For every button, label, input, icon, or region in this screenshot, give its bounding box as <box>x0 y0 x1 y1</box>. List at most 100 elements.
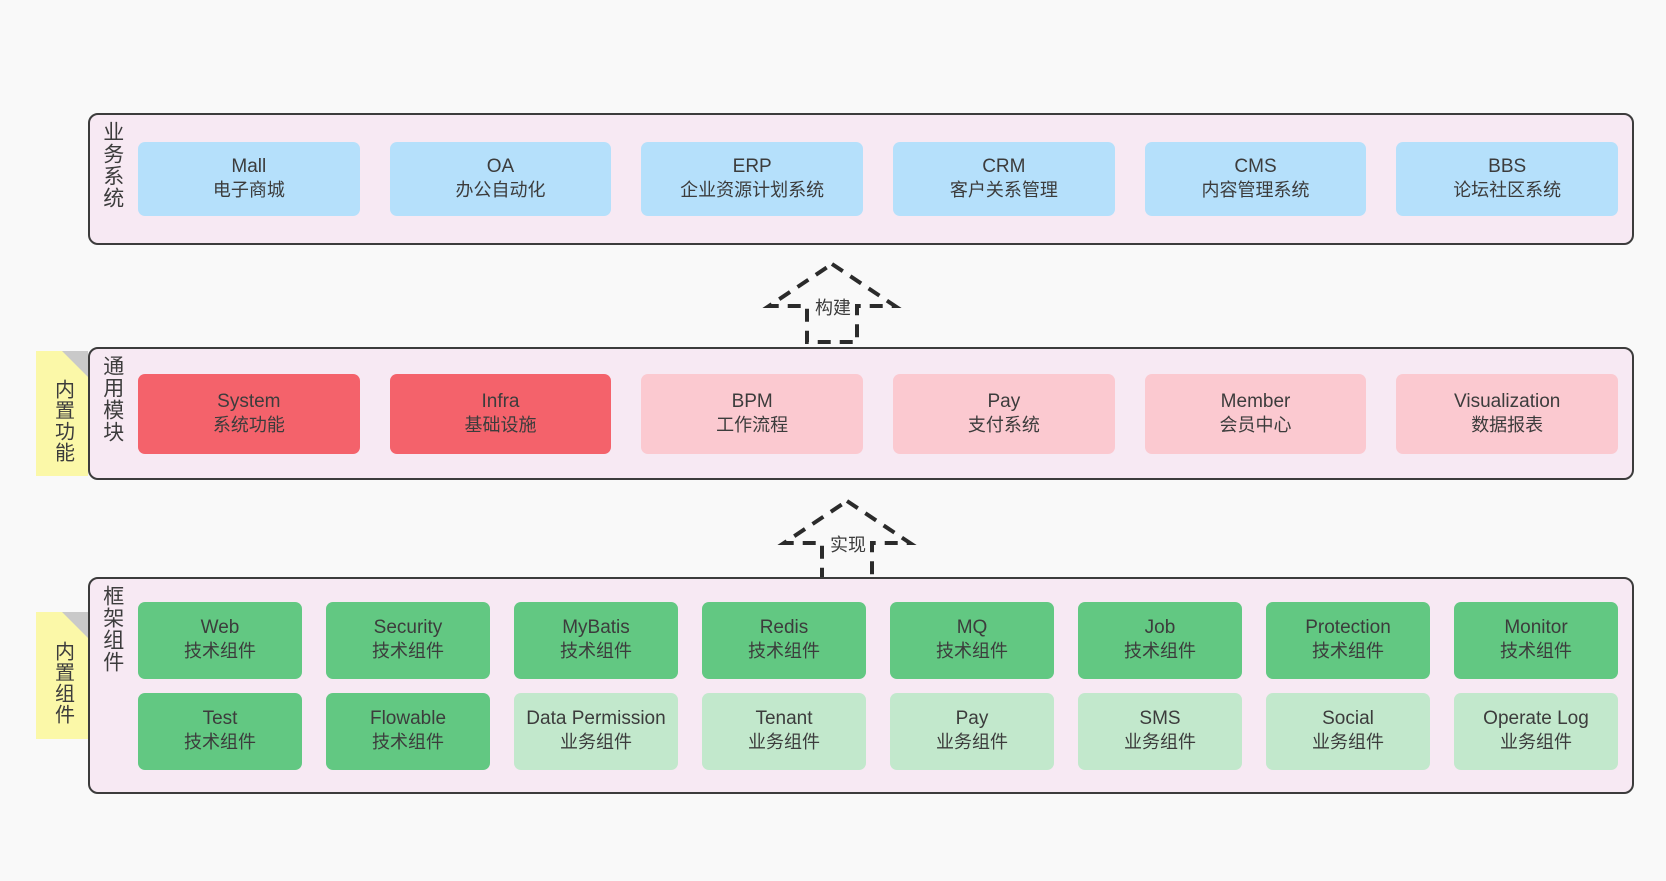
framework-card-job-desc: 技术组件 <box>1124 641 1196 662</box>
relation-build: 构建 <box>757 258 907 344</box>
layer-framework-title-text: 框架组件 <box>100 585 124 673</box>
business-card-oa-name: OA <box>486 156 515 178</box>
framework-card-web-name: Web <box>200 617 240 639</box>
framework-card-monitor[interactable]: Monitor 技术组件 <box>1454 601 1618 679</box>
framework-card-job-name: Job <box>1144 617 1176 639</box>
module-card-member[interactable]: Member 会员中心 <box>1144 373 1367 454</box>
framework-card-data-permission-name: Data Permission <box>526 708 666 730</box>
business-card-crm-desc: 客户关系管理 <box>949 180 1058 201</box>
framework-card-mybatis[interactable]: MyBatis 技术组件 <box>514 601 678 679</box>
framework-card-tenant-desc: 业务组件 <box>748 732 820 753</box>
framework-card-operate-log-name: Operate Log <box>1483 708 1589 730</box>
framework-card-monitor-desc: 技术组件 <box>1500 641 1572 662</box>
framework-card-pay[interactable]: Pay 业务组件 <box>890 692 1054 770</box>
framework-card-security[interactable]: Security 技术组件 <box>326 601 490 679</box>
framework-card-monitor-name: Monitor <box>1504 617 1568 639</box>
framework-card-mq[interactable]: MQ 技术组件 <box>890 601 1054 679</box>
framework-card-mybatis-desc: 技术组件 <box>560 641 632 662</box>
module-card-infra-desc: 基础设施 <box>464 414 537 435</box>
layer-business-title: 业务系统 <box>90 115 134 243</box>
note-builtin-components: 内置组件 <box>36 612 88 739</box>
framework-card-flowable-name: Flowable <box>369 708 447 730</box>
modules-row: System 系统功能 Infra 基础设施 BPM 工作流程 Pay 支付系统… <box>138 373 1619 454</box>
framework-card-social-desc: 业务组件 <box>1312 732 1384 753</box>
framework-card-mq-name: MQ <box>956 617 988 639</box>
framework-card-operate-log[interactable]: Operate Log 业务组件 <box>1454 692 1618 770</box>
framework-card-mq-desc: 技术组件 <box>936 641 1008 662</box>
framework-row-technical: Web 技术组件 Security 技术组件 MyBatis 技术组件 Redi… <box>138 601 1618 679</box>
framework-card-sms[interactable]: SMS 业务组件 <box>1078 692 1242 770</box>
module-card-infra-name: Infra <box>481 390 520 412</box>
layer-business-body: Mall 电子商城 OA 办公自动化 ERP 企业资源计划系统 CRM 客户关系… <box>134 115 1632 243</box>
framework-card-pay-name: Pay <box>955 708 989 730</box>
module-card-bpm[interactable]: BPM 工作流程 <box>641 373 864 454</box>
framework-card-web-desc: 技术组件 <box>184 641 256 662</box>
framework-card-mybatis-name: MyBatis <box>562 617 630 639</box>
layer-common-modules: 通用模块 System 系统功能 Infra 基础设施 BPM 工作流程 Pay <box>88 347 1634 480</box>
note-fold-corner-icon <box>62 612 88 638</box>
module-card-infra[interactable]: Infra 基础设施 <box>389 373 612 454</box>
module-card-system[interactable]: System 系统功能 <box>138 373 360 454</box>
business-card-crm[interactable]: CRM 客户关系管理 <box>893 142 1115 216</box>
framework-card-social-name: Social <box>1322 708 1374 730</box>
business-card-erp-name: ERP <box>732 156 772 178</box>
framework-card-sms-desc: 业务组件 <box>1124 732 1196 753</box>
relation-implement-label: 实现 <box>830 535 866 555</box>
framework-card-data-permission-desc: 业务组件 <box>560 732 632 753</box>
business-card-bbs[interactable]: BBS 论坛社区系统 <box>1396 142 1619 216</box>
framework-row-business: Test 技术组件 Flowable 技术组件 Data Permission … <box>138 692 1618 770</box>
framework-card-test[interactable]: Test 技术组件 <box>138 692 302 770</box>
business-card-cms-desc: 内容管理系统 <box>1201 180 1310 201</box>
layer-business-title-text: 业务系统 <box>100 121 124 209</box>
framework-card-pay-desc: 业务组件 <box>936 732 1008 753</box>
module-card-pay-name: Pay <box>987 390 1021 412</box>
business-card-bbs-name: BBS <box>1488 156 1527 178</box>
note-builtin-features: 内置功能 <box>36 351 88 476</box>
relation-build-label: 构建 <box>815 298 851 318</box>
module-card-system-desc: 系统功能 <box>212 414 285 435</box>
framework-card-data-permission[interactable]: Data Permission 业务组件 <box>514 692 678 770</box>
module-card-bpm-name: BPM <box>731 390 773 412</box>
business-row: Mall 电子商城 OA 办公自动化 ERP 企业资源计划系统 CRM 客户关系… <box>138 142 1619 216</box>
module-card-member-name: Member <box>1220 390 1291 412</box>
layer-modules-title: 通用模块 <box>90 349 134 478</box>
business-card-bbs-desc: 论坛社区系统 <box>1453 180 1562 201</box>
business-card-mall-desc: 电子商城 <box>212 180 285 201</box>
framework-card-social[interactable]: Social 业务组件 <box>1266 692 1430 770</box>
layer-framework-body: Web 技术组件 Security 技术组件 MyBatis 技术组件 Redi… <box>134 579 1632 792</box>
business-card-mall-name: Mall <box>231 156 267 178</box>
module-card-member-desc: 会员中心 <box>1219 414 1292 435</box>
module-card-pay-desc: 支付系统 <box>967 414 1040 435</box>
framework-card-tenant[interactable]: Tenant 业务组件 <box>702 692 866 770</box>
framework-card-redis[interactable]: Redis 技术组件 <box>702 601 866 679</box>
layer-business-systems: 业务系统 Mall 电子商城 OA 办公自动化 ERP 企业资源计划系统 CRM <box>88 113 1634 245</box>
business-card-cms-name: CMS <box>1234 156 1277 178</box>
business-card-mall[interactable]: Mall 电子商城 <box>138 142 360 216</box>
framework-card-flowable-desc: 技术组件 <box>372 732 444 753</box>
business-card-oa[interactable]: OA 办公自动化 <box>389 142 612 216</box>
framework-card-job[interactable]: Job 技术组件 <box>1078 601 1242 679</box>
business-card-crm-name: CRM <box>982 156 1026 178</box>
layer-framework-components: 框架组件 Web 技术组件 Security 技术组件 MyBatis 技术组件… <box>88 577 1634 794</box>
note-fold-corner-icon <box>62 351 88 377</box>
framework-card-protection[interactable]: Protection 技术组件 <box>1266 601 1430 679</box>
framework-card-tenant-name: Tenant <box>755 708 813 730</box>
framework-card-flowable[interactable]: Flowable 技术组件 <box>326 692 490 770</box>
framework-card-sms-name: SMS <box>1139 708 1181 730</box>
framework-card-test-name: Test <box>202 708 238 730</box>
module-card-bpm-desc: 工作流程 <box>716 414 789 435</box>
layer-modules-title-text: 通用模块 <box>100 355 124 443</box>
business-card-cms[interactable]: CMS 内容管理系统 <box>1144 142 1367 216</box>
module-card-pay[interactable]: Pay 支付系统 <box>893 373 1115 454</box>
framework-card-security-desc: 技术组件 <box>372 641 444 662</box>
relation-implement: 实现 <box>772 495 922 581</box>
business-card-oa-desc: 办公自动化 <box>455 180 546 201</box>
module-card-visualization-name: Visualization <box>1454 390 1561 412</box>
framework-card-protection-name: Protection <box>1305 617 1391 639</box>
framework-card-protection-desc: 技术组件 <box>1312 641 1384 662</box>
note-builtin-features-label: 内置功能 <box>51 378 74 463</box>
framework-card-web[interactable]: Web 技术组件 <box>138 601 302 679</box>
realization-arrow-up-icon <box>777 498 917 581</box>
business-card-erp[interactable]: ERP 企业资源计划系统 <box>641 142 864 216</box>
module-card-visualization[interactable]: Visualization 数据报表 <box>1396 373 1619 454</box>
